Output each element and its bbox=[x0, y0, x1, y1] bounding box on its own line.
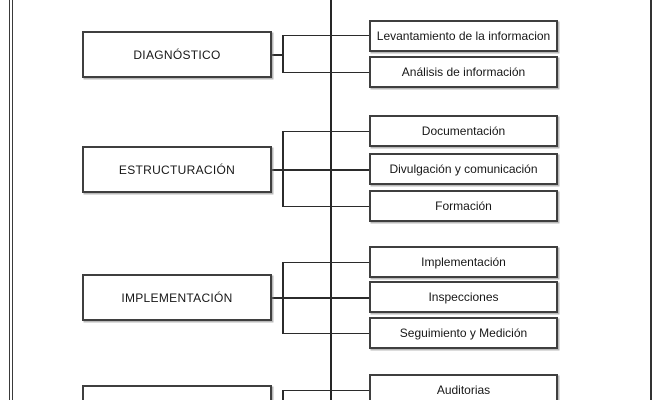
activity-box-levantamiento: Levantamiento de la informacion bbox=[369, 20, 558, 52]
activity-box-inspecciones: Inspecciones bbox=[369, 281, 558, 313]
connector-formacion bbox=[282, 205, 369, 207]
connector-bracket-diagnostico bbox=[282, 35, 284, 73]
connector-levantamiento bbox=[282, 34, 369, 36]
activity-label: Inspecciones bbox=[428, 290, 499, 304]
connector-stub-diagnostico bbox=[272, 53, 283, 56]
activity-box-divulgacion: Divulgación y comunicación bbox=[369, 153, 558, 185]
connector-auditorias bbox=[282, 389, 369, 391]
center-spine-line bbox=[330, 0, 332, 400]
phase-box-group4 bbox=[82, 385, 272, 400]
activity-label: Implementación bbox=[421, 255, 506, 269]
phase-label: ESTRUCTURACIÓN bbox=[118, 162, 236, 177]
activity-label: Formación bbox=[435, 199, 492, 213]
activity-box-seguimiento: Seguimiento y Medición bbox=[369, 317, 558, 349]
connector-bracket-group4 bbox=[282, 390, 284, 400]
connector-documentacion bbox=[282, 130, 369, 132]
connector-seguimiento bbox=[282, 332, 369, 334]
activity-box-analisis: Análisis de información bbox=[369, 56, 558, 88]
page-border-left-outer bbox=[9, 0, 10, 400]
activity-label: Análisis de información bbox=[401, 65, 526, 79]
phase-box-estructuracion: ESTRUCTURACIÓN bbox=[82, 146, 272, 193]
phase-label: IMPLEMENTACIÓN bbox=[121, 290, 233, 305]
activity-label: Documentación bbox=[421, 124, 506, 138]
phase-label: DIAGNÓSTICO bbox=[133, 47, 221, 62]
activity-box-auditorias: Auditorias bbox=[369, 374, 558, 400]
activity-box-documentacion: Documentación bbox=[369, 115, 558, 147]
activity-label: Auditorias bbox=[436, 383, 491, 397]
page-border-right bbox=[650, 0, 652, 400]
phase-box-diagnostico: DIAGNÓSTICO bbox=[82, 31, 272, 78]
activity-label: Seguimiento y Medición bbox=[399, 326, 528, 340]
page-border-left-inner bbox=[12, 0, 13, 400]
activity-label: Divulgación y comunicación bbox=[389, 162, 538, 176]
connector-divulgacion bbox=[270, 168, 369, 171]
activity-box-implementacion: Implementación bbox=[369, 246, 558, 278]
connector-analisis bbox=[282, 71, 369, 73]
activity-box-formacion: Formación bbox=[369, 190, 558, 222]
connector-implementacion bbox=[282, 261, 369, 263]
connector-inspecciones bbox=[270, 296, 369, 299]
activity-label: Levantamiento de la informacion bbox=[376, 29, 551, 43]
phase-box-implementacion: IMPLEMENTACIÓN bbox=[82, 274, 272, 321]
